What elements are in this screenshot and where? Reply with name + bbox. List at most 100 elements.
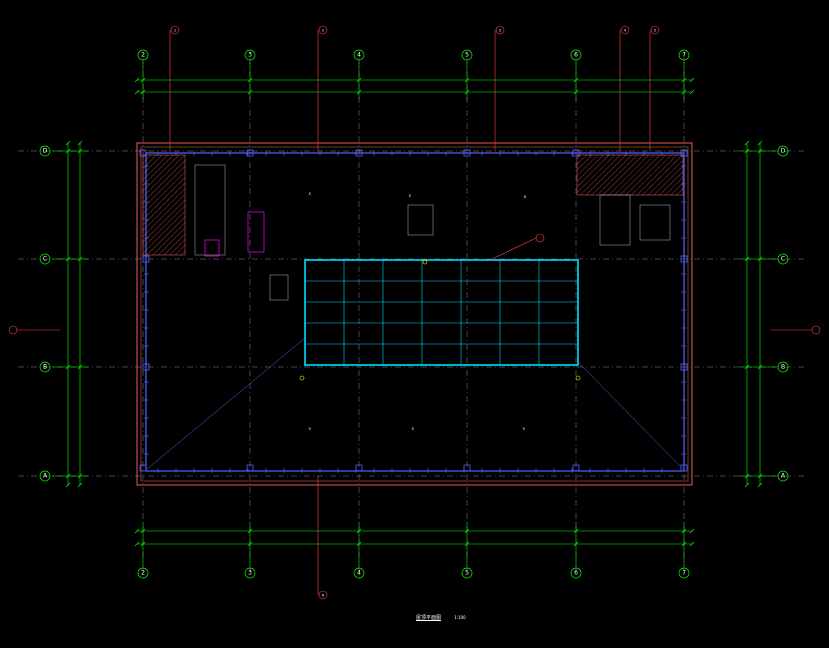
column-marker — [246, 149, 254, 157]
section-leader — [489, 237, 537, 261]
axis-bubble — [777, 361, 789, 373]
axis-bubble — [39, 470, 51, 482]
equipment — [194, 164, 671, 301]
inner-wall — [140, 146, 689, 482]
dimension-tick — [757, 482, 763, 488]
section-marker-circle — [535, 233, 545, 243]
axis-bubble — [353, 49, 365, 61]
column-marker — [680, 149, 688, 157]
section-marker-circle — [620, 25, 630, 35]
axis-bubble-label: A — [43, 473, 48, 480]
drain-markers — [299, 259, 581, 381]
axis-bubble — [244, 567, 256, 579]
axis-bubble-label: 5 — [465, 570, 469, 577]
room-label: 6 — [524, 195, 527, 199]
section-marker-circle — [8, 325, 18, 335]
section-marker-label: 4 — [624, 28, 627, 32]
axis-bubble — [777, 253, 789, 265]
axis-bubble — [777, 145, 789, 157]
axis-bubble — [461, 567, 473, 579]
skylight-frame — [304, 259, 579, 366]
roof-drain — [299, 375, 305, 381]
axis-bubble — [678, 49, 690, 61]
room-label: E — [309, 427, 312, 431]
dimension-tick — [689, 528, 695, 534]
axis-bubble — [39, 253, 51, 265]
section-marker-label: 6 — [322, 593, 325, 597]
section-marker-label: 2 — [322, 28, 324, 32]
axis-bubble-label: D — [781, 148, 786, 155]
equipment-box — [599, 194, 631, 246]
dimension-tick — [744, 482, 750, 488]
column-marker — [572, 149, 580, 157]
section-marker-label: 3 — [499, 28, 501, 32]
axis-bubble-label: D — [43, 148, 48, 155]
equipment-box — [639, 204, 671, 241]
axis-bubble-label: 4 — [357, 570, 361, 577]
axis-bubble-label: 6 — [574, 570, 578, 577]
roof-drain — [575, 375, 581, 381]
axis-bubble — [353, 567, 365, 579]
skylight-grid — [304, 259, 579, 366]
axis-bubble-label: 3 — [248, 52, 252, 59]
axis-bubble — [461, 49, 473, 61]
axis-bubble — [39, 361, 51, 373]
axis-bubble-label: C — [43, 256, 47, 263]
axis-bubble-label: 3 — [248, 570, 252, 577]
dimension-tick — [65, 482, 71, 488]
room-label: E — [412, 427, 415, 431]
section-marker-label: 1 — [174, 28, 176, 32]
axis-bubble — [244, 49, 256, 61]
axis-bubble-label: 7 — [682, 570, 686, 577]
dimension-tick — [134, 528, 140, 534]
axis-bubble-label: C — [781, 256, 785, 263]
column-marker — [139, 464, 147, 472]
axis-bubble — [777, 470, 789, 482]
dimension-tick — [77, 140, 83, 146]
axis-bubble-label: 6 — [574, 52, 578, 59]
room-label: E — [309, 192, 312, 196]
axis-bubble — [39, 145, 51, 157]
axis-bubble-label: B — [43, 364, 47, 371]
section-marker-circle — [170, 25, 180, 35]
room-label: E — [523, 427, 526, 431]
structure-perimeter — [139, 149, 688, 473]
dashed-grid-lines — [18, 58, 805, 570]
dimension-tick — [689, 89, 695, 95]
room-label: E — [409, 194, 412, 198]
axis-bubble-label: 2 — [141, 570, 145, 577]
section-marker-circle — [811, 325, 821, 335]
dimension-tick — [744, 140, 750, 146]
section-marker-circle — [318, 590, 328, 600]
axis-bubble — [137, 49, 149, 61]
drawing-scale: 1:100 — [454, 615, 466, 620]
structural-parapet — [145, 152, 685, 472]
axis-bubble-label: A — [781, 473, 786, 480]
axis-bubble-label: B — [781, 364, 785, 371]
roof-slope-lines — [146, 337, 684, 470]
column-marker — [680, 464, 688, 472]
dimension-tick — [134, 77, 140, 83]
hatched-area-left — [142, 154, 186, 256]
axis-bubble — [570, 567, 582, 579]
section-markers: 1 2 3 4 5 6 — [8, 25, 821, 600]
axis-bubble — [137, 567, 149, 579]
hatched-area-right — [576, 154, 684, 196]
axis-bubble-label: 2 — [141, 52, 145, 59]
dimension-tick — [689, 541, 695, 547]
drawing-title-block: 屋顶平面图 1:100 — [416, 610, 466, 621]
axis-bubble-label: 5 — [465, 52, 469, 59]
axis-bubble — [678, 567, 690, 579]
section-marker-circle — [495, 25, 505, 35]
section-marker-circle — [318, 25, 328, 35]
dimension-tick — [134, 89, 140, 95]
dimension-tick — [757, 140, 763, 146]
axis-bubble-label: 4 — [357, 52, 361, 59]
drawing-title: 屋顶平面图 — [416, 615, 442, 621]
hatched-areas — [142, 154, 684, 256]
shaft-magenta — [247, 211, 265, 253]
dimension-tick — [65, 140, 71, 146]
equipment-box — [407, 204, 434, 236]
